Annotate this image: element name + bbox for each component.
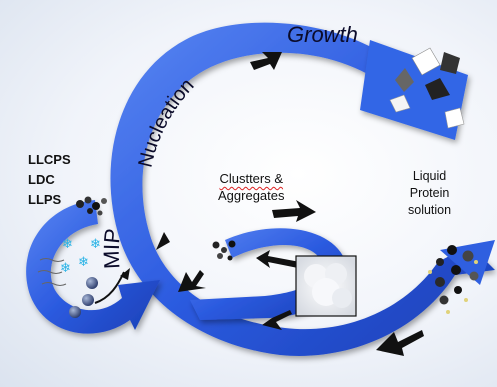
liquid-label-line2: Protein [409, 186, 450, 200]
liquid-label-line3: solution [408, 203, 452, 217]
mip-label: MIP [99, 227, 126, 269]
svg-text:❄: ❄ [60, 261, 71, 276]
llcps-label: LLCPS [28, 152, 71, 167]
clusters-label-line1: Clustters & [219, 171, 284, 186]
aggregate-cloud [295, 255, 357, 317]
sphere-icon [69, 277, 98, 318]
phase-labels: LLCPS LDC LLPS [28, 150, 71, 210]
crystal-icon [389, 47, 465, 129]
liquid-protein-label: Liquid Protein solution [408, 168, 451, 219]
svg-text:❄: ❄ [62, 237, 73, 252]
clusters-label: Clustters & Aggregates [218, 170, 285, 204]
liquid-label-line1: Liquid [412, 169, 447, 183]
droplet-cluster-top [76, 196, 107, 216]
clusters-label-line2: Aggregates [218, 188, 285, 203]
growth-label: Growth [287, 22, 358, 47]
ldc-label: LDC [28, 172, 55, 187]
fibril-icon [37, 258, 67, 286]
black-arrow-icon [156, 52, 424, 356]
snowflake-icon: ❄ ❄ ❄ ❄ [60, 237, 101, 276]
growth-arrowhead [360, 40, 468, 140]
svg-text:❄: ❄ [78, 255, 89, 270]
mip-label-path: MIP [99, 227, 126, 269]
llps-label: LLPS [28, 192, 62, 207]
ring-arrowhead [120, 268, 130, 280]
liquid-particles [428, 245, 479, 314]
mip-ring [26, 200, 160, 334]
droplet-cluster-inner [212, 240, 236, 261]
svg-text:❄: ❄ [90, 237, 101, 252]
